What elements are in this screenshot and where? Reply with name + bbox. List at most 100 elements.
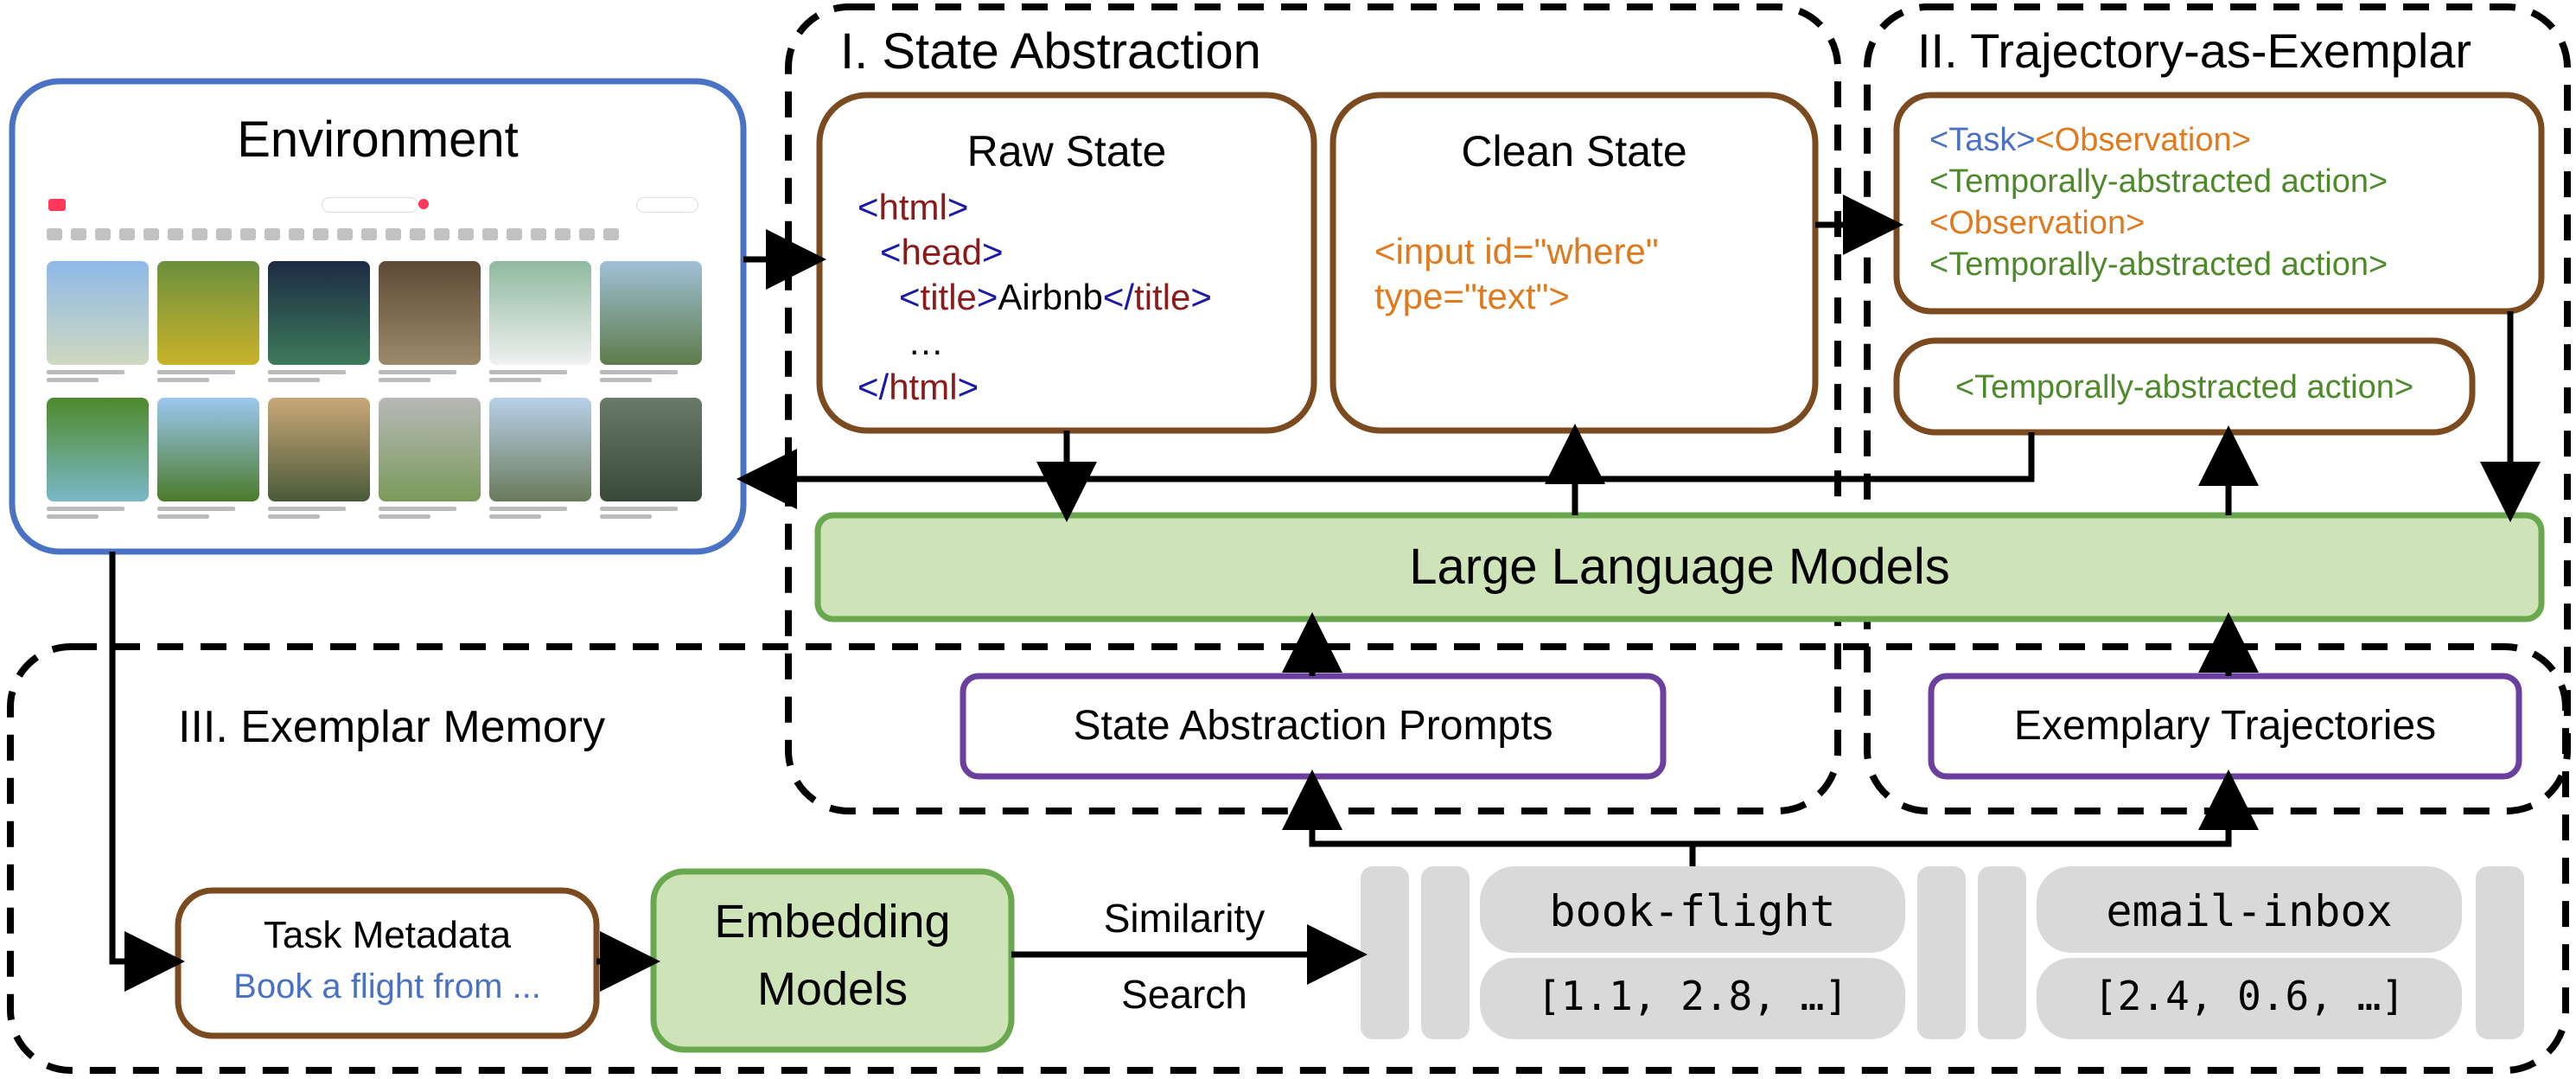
listing-text-line (157, 370, 235, 374)
screenshot-search-bar (322, 197, 418, 213)
listing-text-line (379, 514, 430, 519)
listing-text-line (600, 507, 678, 511)
listing-text-line (489, 370, 567, 374)
raw-state-token: html (878, 187, 947, 227)
similarity-label-line2: Search (1121, 972, 1247, 1017)
memory-vector-book-flight: [1.1, 2.8, …] (1536, 973, 1849, 1019)
listing-text-line (379, 507, 456, 511)
listing-text-line (268, 378, 320, 382)
listing-text-line (379, 378, 430, 382)
trajectory-title: II. Trajectory-as-Exemplar (1917, 23, 2472, 78)
listing-card (379, 261, 481, 382)
arrow-action-to-env (736, 432, 2035, 509)
trajectory-line-2: <Temporally-abstracted action> (1929, 163, 2388, 200)
raw-state-token: < (899, 277, 921, 317)
listing-text-line (379, 370, 456, 374)
listing-card (157, 261, 259, 382)
state-abstraction-title: I. State Abstraction (840, 23, 1261, 80)
action-output-label: <Temporally-abstracted action> (1954, 369, 2414, 405)
raw-state-token: html (889, 367, 958, 407)
memory-key-email-inbox: email-inbox (2106, 886, 2393, 936)
exemplar-memory-title: III. Exemplar Memory (178, 702, 606, 752)
raw-state-line: </html> (858, 365, 1212, 410)
raw-state-line: <html> (858, 185, 1212, 230)
similarity-label-line1: Similarity (1103, 896, 1266, 941)
listing-card (268, 261, 370, 382)
embedding-label-line2: Models (756, 963, 909, 1015)
clean-state-line1: <input id="where" (1374, 231, 1659, 271)
raw-state-line: <title>Airbnb</title> (858, 275, 1212, 320)
task-tag: <Task> (1929, 122, 2036, 158)
arrow-memory-split (1282, 769, 1696, 866)
listing-photo (489, 398, 591, 501)
listing-photo (47, 398, 149, 501)
listing-photo (489, 261, 591, 365)
listing-photo (47, 261, 149, 365)
listing-photo (379, 261, 481, 365)
listing-text-line (600, 370, 678, 374)
listing-card (157, 398, 259, 519)
listing-text-line (489, 507, 567, 511)
listing-text-line (157, 378, 209, 382)
search-icon (418, 199, 429, 209)
listing-card (489, 398, 591, 519)
screenshot-user-menu (636, 197, 698, 213)
listing-photo (268, 261, 370, 365)
arrow-env-to-task (109, 552, 185, 992)
action-output-box (1893, 337, 2476, 436)
raw-state-token: > (976, 277, 998, 317)
task-metadata-value: Book a flight from ... (233, 967, 541, 1006)
raw-state-line: … (858, 320, 1212, 365)
environment-screenshot (36, 190, 711, 536)
raw-state-line: <head> (858, 230, 1212, 275)
listing-photo (268, 398, 370, 501)
listing-text-line (47, 370, 124, 374)
listing-text-line (47, 378, 99, 382)
arrow-memory-split-right (1693, 769, 2259, 847)
trajectory-line-1: <Task><Observation> (1929, 119, 2251, 161)
trajectory-line-3: <Observation> (1929, 205, 2146, 241)
listing-text-line (268, 507, 346, 511)
listing-photo (600, 261, 702, 365)
listing-text-line (268, 370, 346, 374)
raw-state-token: > (981, 232, 1004, 272)
trajectory-line-4: <Temporally-abstracted action> (1929, 246, 2388, 283)
listing-text-line (47, 514, 99, 519)
prompts-label: State Abstraction Prompts (1073, 703, 1553, 749)
raw-state-token: > (1190, 277, 1212, 317)
listing-text-line (268, 514, 320, 519)
listing-text-line (157, 514, 209, 519)
memory-vector-email-inbox: [2.4, 0.6, …] (2093, 973, 2406, 1019)
listing-text-line (489, 378, 541, 382)
embedding-label-line1: Embedding (714, 896, 951, 948)
llm-bar (814, 512, 2545, 622)
listing-photo (379, 398, 481, 501)
environment-title: Environment (237, 112, 519, 168)
task-metadata-title: Task Metadata (263, 914, 512, 956)
raw-state-token: </ (858, 367, 889, 407)
observation-tag: <Observation> (2035, 122, 2251, 158)
clean-state-line2: type="text"> (1374, 276, 1570, 316)
listing-card (489, 261, 591, 382)
raw-state-code: <html><head><title>Airbnb</title>…</html… (858, 185, 1212, 410)
memory-key-book-flight: book-flight (1549, 886, 1836, 936)
raw-state-token: Airbnb (998, 277, 1103, 317)
listing-card (47, 398, 149, 519)
raw-state-token: </ (1102, 277, 1135, 317)
listing-card (47, 261, 149, 382)
listing-card (379, 398, 481, 519)
listing-text-line (489, 514, 541, 519)
raw-state-token: title (1134, 277, 1191, 317)
screenshot-topbar (36, 190, 711, 220)
raw-state-token: head (901, 232, 982, 272)
memory-store (1361, 866, 2524, 1039)
listing-photo (157, 398, 259, 501)
listing-text-line (600, 514, 652, 519)
exemplary-trajectories-label: Exemplary Trajectories (2013, 703, 2437, 749)
screenshot-category-row (47, 228, 704, 247)
clean-state-title: Clean State (1461, 127, 1687, 176)
listing-photo (600, 398, 702, 501)
raw-state-token: < (880, 232, 902, 272)
airbnb-logo-icon (48, 199, 66, 211)
